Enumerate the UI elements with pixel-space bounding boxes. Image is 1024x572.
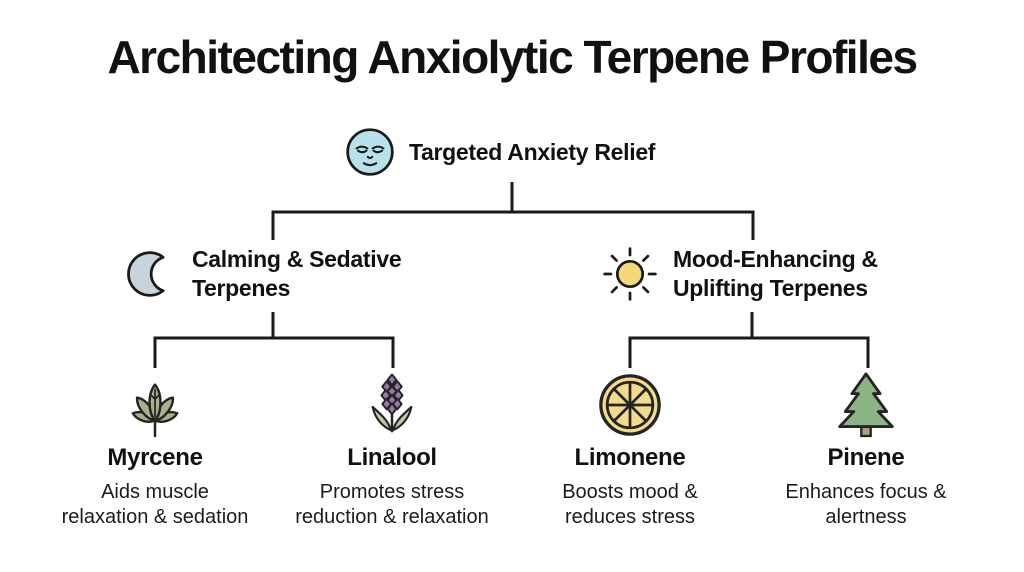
branch-label-calming-line1: Calming & Sedative [192,246,402,272]
leaf-desc-limonene: Boosts mood & reduces stress [562,480,698,530]
lavender-icon [361,368,423,438]
leaf-desc-linalool: Promotes stress reduction & relaxation [295,480,488,530]
top-elbow-line [271,210,755,240]
leaf-desc-limonene-line1: Boosts mood & [562,481,698,503]
root-node: Targeted Anxiety Relief [345,127,655,177]
leaf-desc-limonene-line2: reduces stress [564,506,696,528]
branch-node-calming: Calming & Sedative Terpenes [126,245,402,303]
leaf-desc-pinene-line2: alertness [825,506,907,528]
leaf-name-myrcene: Myrcene [107,444,203,471]
leaf-name-pinene: Pinene [827,444,905,471]
crescent-moon-icon [126,248,178,300]
branch-label-calming-line2: Terpenes [192,275,291,301]
leaf-node-pinene: Pinene Enhances focus & alertness [751,368,981,530]
leaf-desc-myrcene-line1: Aids muscle [101,481,209,503]
leaf-name-linalool: Linalool [347,444,437,471]
relieved-face-icon [345,127,395,177]
leaf-node-linalool: Linalool Promotes stress reduction & rel… [277,368,507,530]
right-subtree-line [628,312,870,368]
root-label: Targeted Anxiety Relief [409,138,656,165]
sun-icon [601,245,659,303]
leaf-desc-pinene: Enhances focus & alertness [785,480,946,530]
leaf-desc-myrcene-line2: relaxation & sedation [61,506,249,528]
branch-label-calming: Calming & Sedative Terpenes [192,245,402,303]
branch-label-uplifting-line1: Mood-Enhancing & [673,246,878,272]
branch-label-uplifting: Mood-Enhancing & Uplifting Terpenes [673,245,878,303]
leaf-desc-pinene-line1: Enhances focus & [785,481,947,503]
branch-node-uplifting: Mood-Enhancing & Uplifting Terpenes [601,245,878,303]
branch-label-uplifting-line2: Uplifting Terpenes [673,275,868,301]
leaf-name-limonene: Limonene [574,444,686,471]
leaf-desc-myrcene: Aids muscle relaxation & sedation [62,480,249,530]
leaf-node-myrcene: Myrcene Aids muscle relaxation & sedatio… [40,368,270,530]
left-subtree-line [153,312,395,368]
leaf-node-limonene: Limonene Boosts mood & reduces stress [515,368,745,530]
herb-leaf-icon [116,368,194,438]
lemon-slice-icon [597,368,663,438]
page-title: Architecting Anxiolytic Terpene Profiles [107,31,918,83]
leaf-desc-linalool-line2: reduction & relaxation [295,506,489,528]
pine-tree-icon [834,368,898,438]
leaf-desc-linalool-line1: Promotes stress [319,481,465,503]
